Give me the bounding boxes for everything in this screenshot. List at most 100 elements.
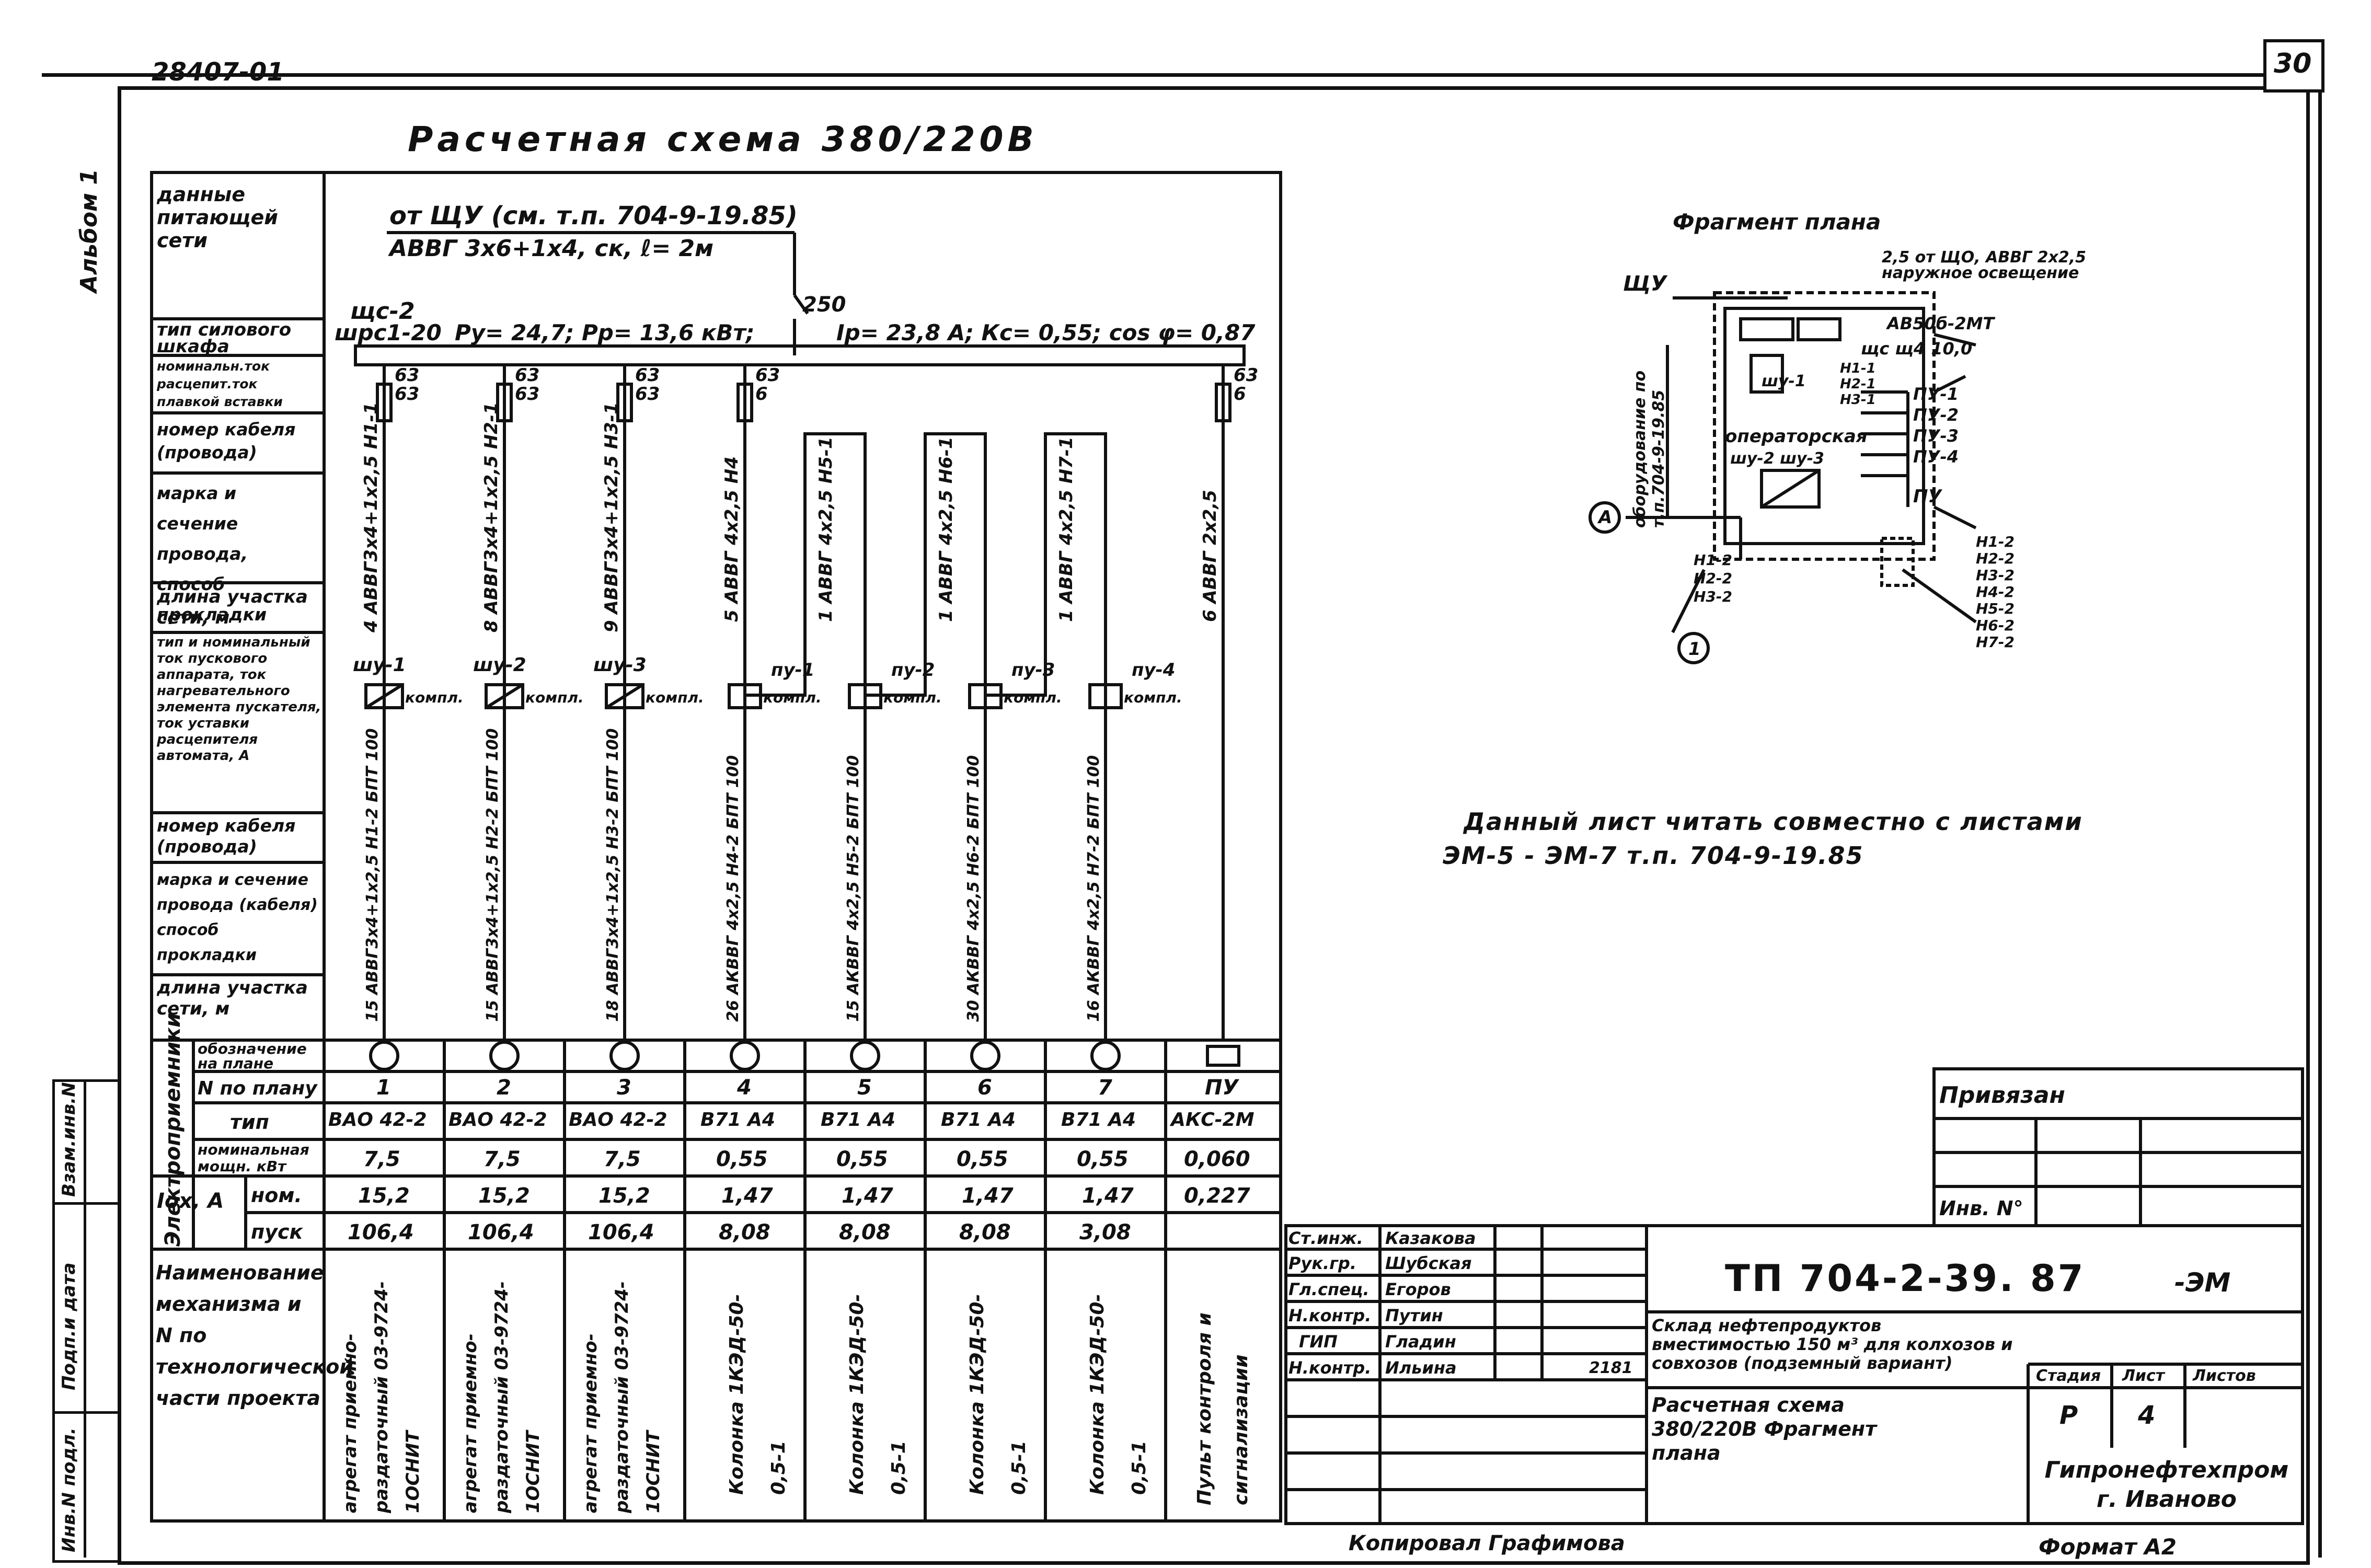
inom-1: 15,2 [358,1184,410,1208]
fragment-n-right-6: Н6-2 [1976,617,2015,634]
hdr-section-length: длина участка сети, м [157,586,308,628]
power-3: 7,5 [604,1147,641,1171]
footer-format: Формат А2 [2039,1534,2177,1560]
fragment-pu4: ПУ-4 [1913,447,1959,467]
hdr-wire-brand-2: марка и сечение провода (кабеля) способ … [157,871,318,964]
fragment-n-top-1: Н1-1 [1840,361,1876,376]
fragment-plan [1589,291,1977,664]
plan-8: ПУ [1205,1076,1239,1100]
type-1: ВАО 42-2 [328,1109,427,1131]
fragment-pu2: ПУ-2 [1913,405,1959,425]
starter-note-7: компл. [1124,689,1182,706]
hdr-starting: пуск [251,1220,303,1243]
hdr-current-group: Iох, А [157,1189,224,1213]
hdr-designation: обозначение на плане [198,1040,307,1072]
fragment-n-right-7: Н7-2 [1976,633,2015,651]
hdr-nominal-current: номинальн.ток расцепит.ток плавкой встав… [157,359,283,409]
tb-stage-h: Стадия [2036,1367,2101,1385]
tb-name-1: Казакова [1385,1228,1476,1248]
feeder-cable: АВВГ 3х6+1х4, ск, ℓ= 2м [389,235,714,262]
feeder-breaker: 250 [802,293,846,317]
istart-3: 106,4 [588,1220,654,1244]
fragment-n-left-2: Н2-2 [1694,570,1733,587]
starter-note-1: компл. [405,689,464,706]
tb-sheet-title: Расчетная схема 380/220В Фрагмент плана [1652,1393,1877,1465]
tb-name-5: Гладин [1385,1332,1456,1352]
fragment-n-top-3: Н3-1 [1840,392,1876,408]
plan-3: 3 [617,1076,631,1100]
power-8: 0,060 [1184,1147,1250,1171]
inom-2: 15,2 [478,1184,530,1208]
type-2: ВАО 42-2 [448,1109,547,1131]
fragment-marker-a: А [1598,507,1613,528]
hdr-rated-power: номинальная мощн. кВт [198,1141,309,1175]
fragment-operator: операторская [1725,426,1868,447]
fragment-n-left-1: Н1-2 [1694,551,1733,569]
hdr-cable-number-2: номер кабеля (провода) [157,815,296,857]
type-7: В71 А4 [1061,1109,1136,1131]
type-4: В71 А4 [700,1109,775,1131]
tb-role-4: Н.контр. [1288,1306,1372,1325]
hdr-cabinet-type: тип силового шкафа [157,319,292,357]
power-2: 7,5 [484,1147,521,1171]
starter-note-2: компл. [525,689,584,706]
cabinet-type-value: шрс1-20 [335,320,442,345]
starter-7: пу-4 [1132,660,1176,681]
inom-7: 1,47 [1082,1184,1134,1208]
fragment-n-right-2: Н2-2 [1976,550,2015,567]
tb-role-2: Рук.гр. [1288,1253,1356,1273]
cabinet-label: щс-2 [350,298,415,325]
tb-year: 2181 [1589,1359,1633,1377]
tb-doc-suffix: -ЭМ [2174,1267,2231,1298]
hdr-type: тип [230,1111,269,1134]
power-1: 7,5 [363,1147,400,1171]
tb-doc-code: ТП 704-2-39. 87 [1725,1257,2086,1300]
tb-sheets-h: Листов [2193,1367,2256,1385]
fragment-bus: щс щ4 10,0 [1861,339,1973,359]
type-5: В71 А4 [821,1109,895,1131]
footer-copied: Копировал Графимова [1349,1531,1625,1555]
starter-note-5: компл. [883,689,942,706]
starter-4: пу-1 [771,660,815,681]
fragment-n-right-3: Н3-2 [1976,567,2015,584]
fragment-pu1: ПУ-1 [1913,384,1959,404]
starter-note-4: компл. [763,689,822,706]
inom-8: 0,227 [1184,1184,1250,1208]
inom-3: 15,2 [598,1184,650,1208]
sheet-frame [118,86,2310,1565]
tb-role-1: Ст.инж. [1288,1228,1363,1248]
istart-1: 106,4 [348,1220,414,1244]
istart-2: 106,4 [468,1220,534,1244]
hdr-nominal: ном. [251,1184,302,1207]
page-number-box [2263,39,2324,93]
fragment-breaker: АВ50б-2МТ [1887,314,1995,333]
fragment-n-left-3: Н3-2 [1694,588,1733,605]
plan-6: 6 [977,1076,992,1100]
fragment-marker-1: 1 [1688,639,1701,660]
inom-6: 1,47 [962,1184,1014,1208]
fragment-pu3: ПУ-3 [1913,426,1959,446]
hdr-starter-type: тип и номинальный ток пускового аппарата… [157,635,321,764]
bus-params-right: Iр= 23,8 А; Кс= 0,55; cos φ= 0,87 [836,320,1256,345]
right-edge-rule [2318,42,2322,1558]
istart-4: 8,08 [719,1220,770,1244]
hdr-plan-number: N по плану [198,1078,317,1099]
plan-4: 4 [737,1076,752,1100]
fragment-shu1: шу-1 [1762,372,1806,390]
tb-stage: Р [2059,1401,2078,1430]
tb-name-4: Путин [1385,1306,1443,1325]
power-5: 0,55 [836,1147,888,1171]
fragment-n-top-2: Н2-1 [1840,376,1876,392]
fragment-title: Фрагмент плана [1673,209,1881,235]
tb-sheet: 4 [2138,1401,2156,1430]
istart-5: 8,08 [839,1220,891,1244]
tb-role-5: ГИП [1299,1332,1338,1352]
hdr-mechanism-name: Наименование механизма и N по технологич… [156,1261,353,1410]
tb-name-2: Шубская [1385,1253,1472,1273]
plan-7: 7 [1098,1076,1112,1100]
